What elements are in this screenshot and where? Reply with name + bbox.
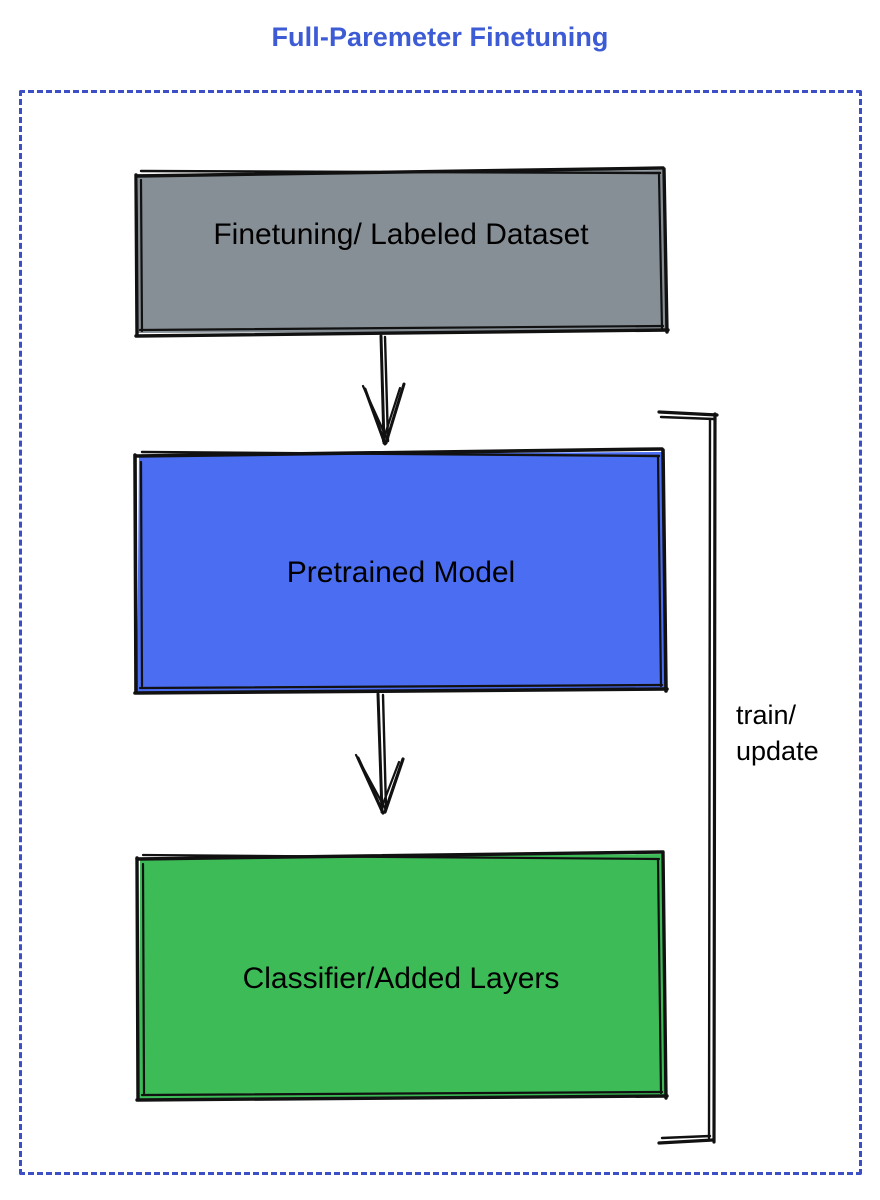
- edge-feedback-loop-label: train/ update: [736, 700, 819, 767]
- node-dataset-label: Finetuning/ Labeled Dataset: [213, 218, 589, 251]
- page-title: Full-Paremeter Finetuning: [271, 22, 609, 52]
- node-classifier-label: Classifier/Added Layers: [242, 962, 560, 995]
- dashed-boundary: [19, 90, 862, 1175]
- node-pretrained-label: Pretrained Model: [286, 556, 516, 589]
